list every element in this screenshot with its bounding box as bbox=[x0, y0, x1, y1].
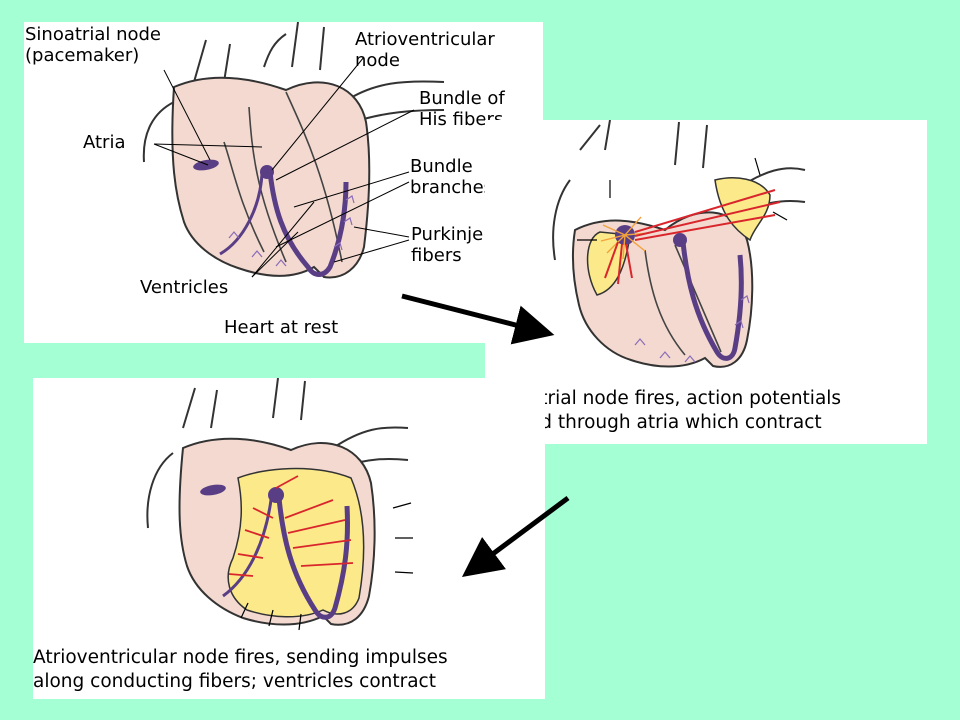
excited-ventricles bbox=[227, 467, 365, 618]
caption-heart-at-rest: Heart at rest bbox=[224, 317, 339, 338]
flow-arrow-1 bbox=[401, 293, 555, 345]
label-av-node-line2: node bbox=[355, 50, 400, 71]
label-bundle-of-his-line1: Bundle of bbox=[419, 88, 505, 109]
sa-node-fires-illustration bbox=[552, 120, 806, 368]
label-av-node-line1: Atrioventricular bbox=[355, 29, 495, 50]
av-node-fires-illustration bbox=[146, 378, 414, 631]
excited-atrium-left bbox=[714, 177, 771, 242]
label-bundle-of-his-line2: His fibers bbox=[419, 109, 504, 130]
label-sa-node: Sinoatrial node bbox=[25, 24, 162, 45]
label-atria: Atria bbox=[83, 132, 126, 153]
label-pacemaker: (pacemaker) bbox=[25, 45, 140, 66]
label-bundle-branches-line1: Bundle bbox=[410, 156, 473, 177]
caption-sa-line1: Sinoatrial node fires, action potentials bbox=[489, 388, 842, 409]
sa-node bbox=[193, 159, 219, 171]
flow-arrow-2 bbox=[461, 495, 570, 577]
heart-at-rest-illustration bbox=[142, 22, 445, 279]
caption-sa-line2: spread through atria which contract bbox=[489, 412, 822, 433]
panel-av-node-fires: Atrioventricular node fires, sending imp… bbox=[33, 378, 545, 699]
label-bundle-branches-line2: branches bbox=[410, 177, 494, 198]
panel-heart-at-rest: Sinoatrial node (pacemaker) Atrioventric… bbox=[24, 22, 543, 343]
caption-av-line1: Atrioventricular node fires, sending imp… bbox=[33, 647, 448, 668]
label-purkinje-line2: fibers bbox=[411, 245, 462, 266]
excited-atrium-right bbox=[586, 231, 631, 296]
label-purkinje-line1: Purkinje bbox=[411, 224, 484, 245]
caption-av-line2: along conducting fibers; ventricles cont… bbox=[33, 671, 436, 692]
panel-sa-node-fires: Sinoatrial node fires, action potentials… bbox=[485, 120, 927, 444]
label-ventricles: Ventricles bbox=[140, 277, 229, 298]
